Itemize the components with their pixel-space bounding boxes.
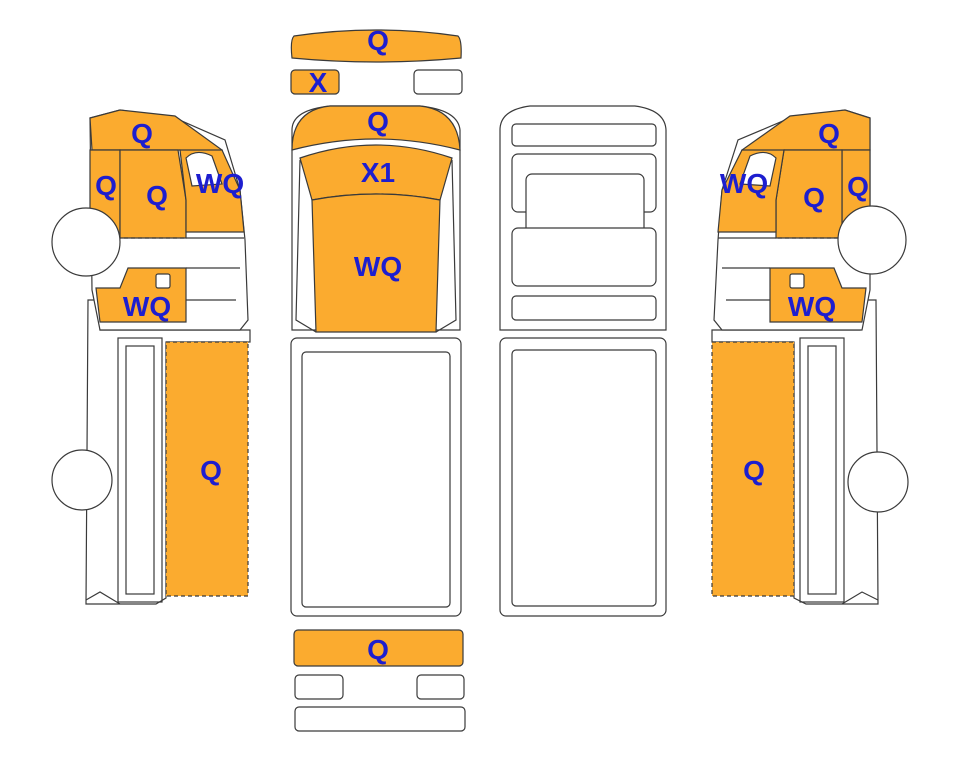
label-left-cab-window: WQ: [196, 168, 244, 199]
label-top-roof-cap: Q: [367, 25, 389, 56]
right-side-view: [711, 109, 909, 605]
left-body-panel[interactable]: [165, 341, 249, 597]
top-rear-step: [294, 706, 466, 732]
label-top-windshield: X1: [361, 157, 395, 188]
top-rear-light-left: [294, 674, 344, 700]
label-left-cab-lower: WQ: [123, 291, 171, 322]
left-rear-wheel: [51, 449, 113, 511]
right-body-rail-inner: [807, 345, 837, 595]
top-front-small-panel[interactable]: [290, 69, 340, 95]
label-top-hood: Q: [367, 106, 389, 137]
top-rear-light-right: [416, 674, 465, 700]
label-left-cab-top: Q: [131, 118, 153, 149]
right-rear-wheel: [847, 451, 909, 513]
label-right-cab-door: Q: [803, 182, 825, 213]
left-body-rail-outer: [117, 337, 163, 603]
label-left-cab-door: Q: [146, 180, 168, 211]
right-body-rail-outer: [799, 337, 845, 603]
top-cargo-box-inner: [301, 351, 451, 608]
label-top-rear-bumper: Q: [367, 634, 389, 665]
left-body-rail-inner: [125, 345, 155, 595]
top-side-rail-left: [295, 159, 317, 333]
labels: Q X Q X1 WQ Q Q Q Q WQ WQ Q Q Q Q WQ WQ …: [95, 25, 869, 665]
left-side-view: [51, 109, 251, 605]
top-roof-cap-panel[interactable]: [290, 29, 462, 63]
top-cargo-box-outer: [290, 337, 462, 617]
right-front-wheel: [837, 205, 907, 275]
label-top-roof: WQ: [354, 251, 402, 282]
label-right-cab-lower: WQ: [788, 291, 836, 322]
top-view: [290, 29, 466, 732]
left-body-outline: [85, 299, 251, 605]
right-lower-line: [841, 591, 879, 605]
floor-panel-1: [511, 123, 657, 147]
left-window-glass: [185, 151, 223, 187]
top-front-light-right: [413, 69, 463, 95]
right-window-glass: [739, 151, 777, 187]
label-left-cab-side: Q: [95, 170, 117, 201]
floor-cargo-inner: [511, 349, 657, 607]
floor-cargo-outer: [499, 337, 667, 617]
label-right-cab-top: Q: [818, 118, 840, 149]
right-door-inner: [718, 237, 776, 301]
top-roof-panel[interactable]: [311, 193, 441, 333]
top-rear-bumper-panel[interactable]: [293, 629, 464, 667]
floor-panel-5: [511, 295, 657, 321]
top-side-rail-right: [435, 159, 457, 333]
right-door-handle: [789, 273, 805, 289]
left-door-inner: [186, 237, 244, 301]
label-right-cab-side: Q: [847, 171, 869, 202]
top-hood-panel[interactable]: [291, 105, 461, 151]
label-left-body-panel: Q: [200, 455, 222, 486]
right-body-panel[interactable]: [711, 341, 795, 597]
label-right-cab-window: WQ: [720, 168, 768, 199]
left-lower-line: [85, 591, 121, 605]
label-top-front-small: X: [309, 67, 328, 98]
left-door-handle: [155, 273, 171, 289]
floor-view: [499, 105, 667, 617]
floor-panel-4: [511, 227, 657, 287]
left-front-wheel: [51, 207, 121, 277]
label-right-body-panel: Q: [743, 455, 765, 486]
